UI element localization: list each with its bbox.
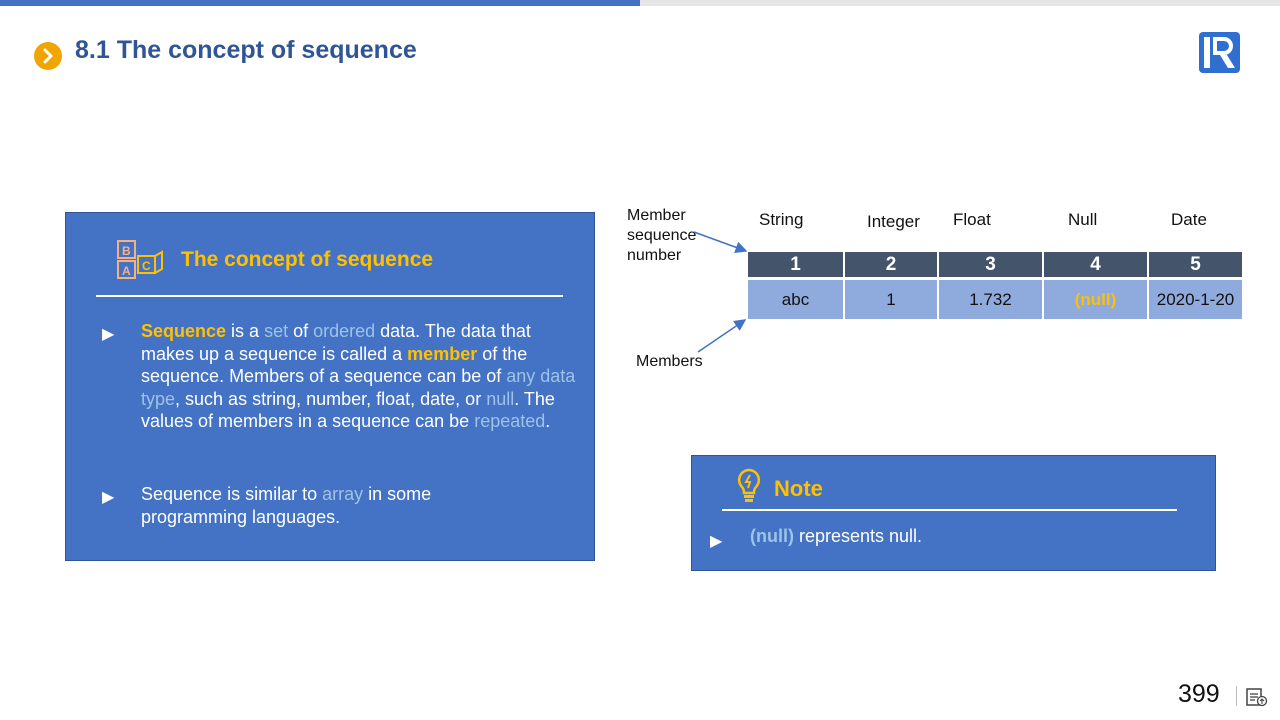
type-label-date: Date [1171, 210, 1207, 229]
text-run: , such as string, number, float, date, o… [175, 388, 487, 409]
member-value-cell: 2020-1-20 [1149, 280, 1242, 319]
note-heading: Note [774, 476, 823, 501]
text-run: . The values of members in a sequence ca… [141, 388, 555, 432]
term-set: set [264, 321, 289, 341]
member-value-cell-null: (null) [1044, 280, 1147, 319]
lightbulb-icon [736, 468, 762, 504]
member-index-cell: 5 [1149, 252, 1242, 277]
label-line: number [627, 247, 682, 264]
text-run: represents null. [793, 526, 923, 546]
member-value-cell: 1 [845, 280, 937, 319]
label-line: Member [627, 207, 686, 224]
label-line: sequence [627, 227, 697, 244]
bullet-icon: ▶ [710, 533, 723, 550]
svg-text:A: A [122, 264, 131, 278]
member-value-cell: 1.732 [939, 280, 1042, 319]
members-label: Members [636, 353, 703, 370]
text-run: is a [226, 321, 265, 341]
member-index-cell: 4 [1044, 252, 1147, 277]
bullet-icon: ▶ [102, 326, 115, 343]
chevron-right-icon [34, 42, 62, 70]
text-run: . [545, 411, 551, 432]
type-label-string: String [759, 210, 804, 229]
top-accent-bar [0, 0, 640, 6]
term-repeated: repeated [474, 411, 546, 432]
page-number: 399 [1178, 680, 1220, 708]
svg-text:B: B [122, 244, 131, 258]
member-index-cell: 1 [748, 252, 843, 277]
page-title: 8.1 The concept of sequence [75, 36, 417, 64]
term-sequence: Sequence [141, 321, 227, 341]
term-null: null [486, 388, 515, 409]
term-null-literal: (null) [750, 526, 794, 546]
concept-paragraph-1: Sequence is a set of ordered data. The d… [141, 320, 581, 433]
concept-heading: The concept of sequence [181, 248, 434, 271]
member-index-cell: 2 [845, 252, 937, 277]
member-value-cell: abc [748, 280, 843, 319]
svg-text:C: C [142, 259, 151, 273]
text-run: of the sequence. Members of a sequence c… [141, 343, 528, 387]
text-run: Sequence is similar to [141, 484, 323, 504]
text-run: data. The data that makes up a sequence … [141, 321, 531, 364]
notes-icon[interactable] [1246, 687, 1268, 707]
arrow-to-members-row [697, 319, 747, 353]
concept-paragraph-2: Sequence is similar to array in some pro… [141, 483, 521, 528]
abc-blocks-icon: B A C [116, 239, 166, 283]
type-label-null: Null [1068, 210, 1098, 229]
member-index-cell: 3 [939, 252, 1042, 277]
divider [722, 509, 1177, 511]
term-member: member [407, 343, 478, 364]
note-text: (null) represents null. [750, 526, 922, 547]
member-sequence-number-label: Member sequence number [627, 206, 696, 266]
divider [96, 295, 563, 297]
term-array: array [322, 484, 364, 504]
text-run: in some programming languages. [141, 484, 432, 527]
concept-panel: B A C The concept of sequence ▶ Sequence… [65, 212, 595, 561]
term-ordered: ordered [313, 321, 376, 341]
top-accent-bar-track [640, 0, 1280, 6]
term-any-data-type: any data type [141, 366, 576, 409]
divider [1236, 686, 1237, 706]
note-panel: Note ▶ (null) represents null. [691, 455, 1216, 571]
brand-logo-icon [1198, 31, 1241, 74]
arrow-to-index-row [693, 231, 748, 254]
text-run: of [288, 321, 314, 341]
type-label-integer: Integer [867, 212, 920, 231]
bullet-icon: ▶ [102, 489, 115, 506]
type-label-float: Float [953, 210, 991, 229]
